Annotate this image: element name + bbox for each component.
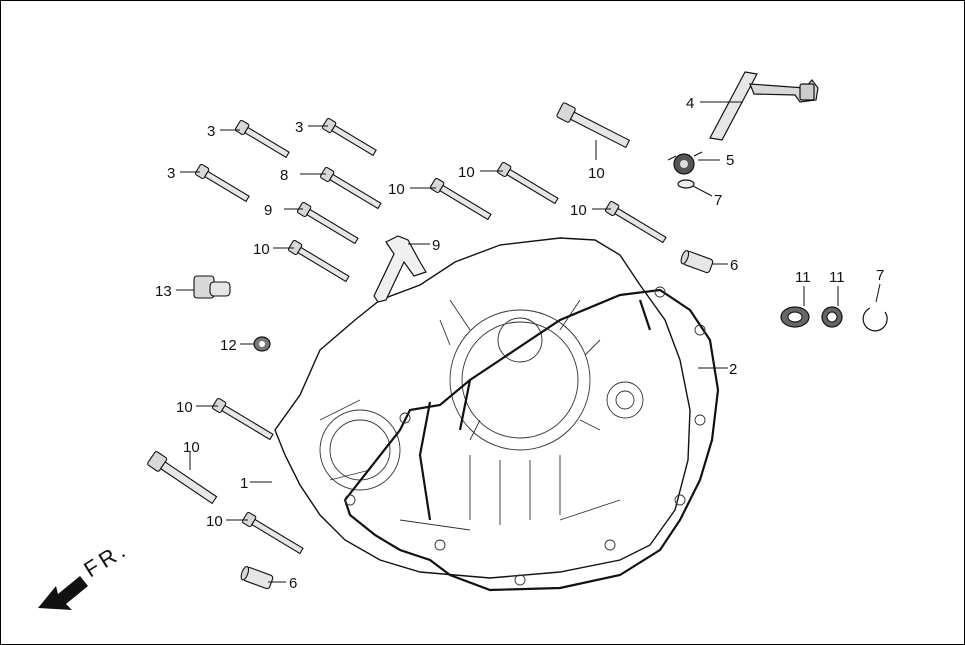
callout-10: 9 [264, 202, 272, 219]
bolt-10b [296, 201, 359, 245]
callout-labels: 3 3 3 8 9 10 10 10 10 10 10 10 10 4 5 [167, 95, 734, 530]
callout-6: 6 [289, 575, 297, 592]
callout-10: 8 [280, 167, 288, 184]
callout-1: 1 [240, 475, 248, 492]
callout-14: 12 [220, 337, 237, 354]
callout-12: 11 [795, 269, 811, 286]
callout-11: 10 [588, 165, 605, 182]
callout-13: 11 [829, 269, 845, 286]
callout-10: 10 [253, 241, 270, 258]
bolt-3b [321, 117, 377, 157]
callout-labels-visible: 7 [714, 192, 722, 209]
callout-7: 7 [876, 267, 884, 284]
bolt-10c [287, 239, 350, 283]
dowel-pin-6a [680, 250, 714, 274]
callout-10: 10 [388, 181, 405, 198]
bolt-10f [604, 200, 667, 244]
oil-seal-13 [821, 306, 843, 328]
bolt-10d [429, 177, 492, 221]
plug-15 [193, 275, 231, 299]
bolt-3a [234, 119, 290, 159]
callout-9: 9 [432, 237, 440, 254]
washer-8 [677, 179, 695, 189]
bolt-3c [194, 163, 250, 203]
oil-seal-12 [780, 306, 810, 328]
callout-3: 3 [295, 119, 303, 136]
bolt-10a [319, 166, 382, 210]
callout-5: 5 [726, 152, 734, 169]
callout-2: 2 [729, 361, 737, 378]
bolt-10g [211, 397, 274, 441]
bolt-10h [241, 511, 304, 555]
circlip-7 [862, 307, 888, 332]
callout-10: 10 [176, 399, 193, 416]
spring-5 [667, 151, 703, 175]
long-bolt-11a [556, 102, 631, 149]
crankcase-cover [274, 237, 691, 579]
callout-10: 10 [206, 513, 223, 530]
callout-6: 6 [730, 257, 738, 274]
bracket-9 [373, 235, 427, 303]
bolt-10e [496, 161, 559, 205]
sensor-4 [709, 71, 819, 141]
leader-lines [176, 101, 881, 583]
callout-8: 7 [714, 192, 722, 209]
callout-10: 10 [570, 202, 587, 219]
front-direction-label: FR. [79, 536, 132, 582]
callout-3: 3 [167, 165, 175, 182]
callout-3: 3 [207, 123, 215, 140]
dowel-pin-6b [240, 566, 274, 590]
long-bolt-11b [147, 451, 218, 505]
cover-gasket [343, 286, 720, 592]
callout-4: 4 [686, 95, 694, 112]
front-direction-arrow-icon [38, 576, 88, 610]
callout-11: 10 [183, 439, 200, 456]
callout-10: 10 [458, 164, 475, 181]
callout-15: 13 [155, 283, 172, 300]
